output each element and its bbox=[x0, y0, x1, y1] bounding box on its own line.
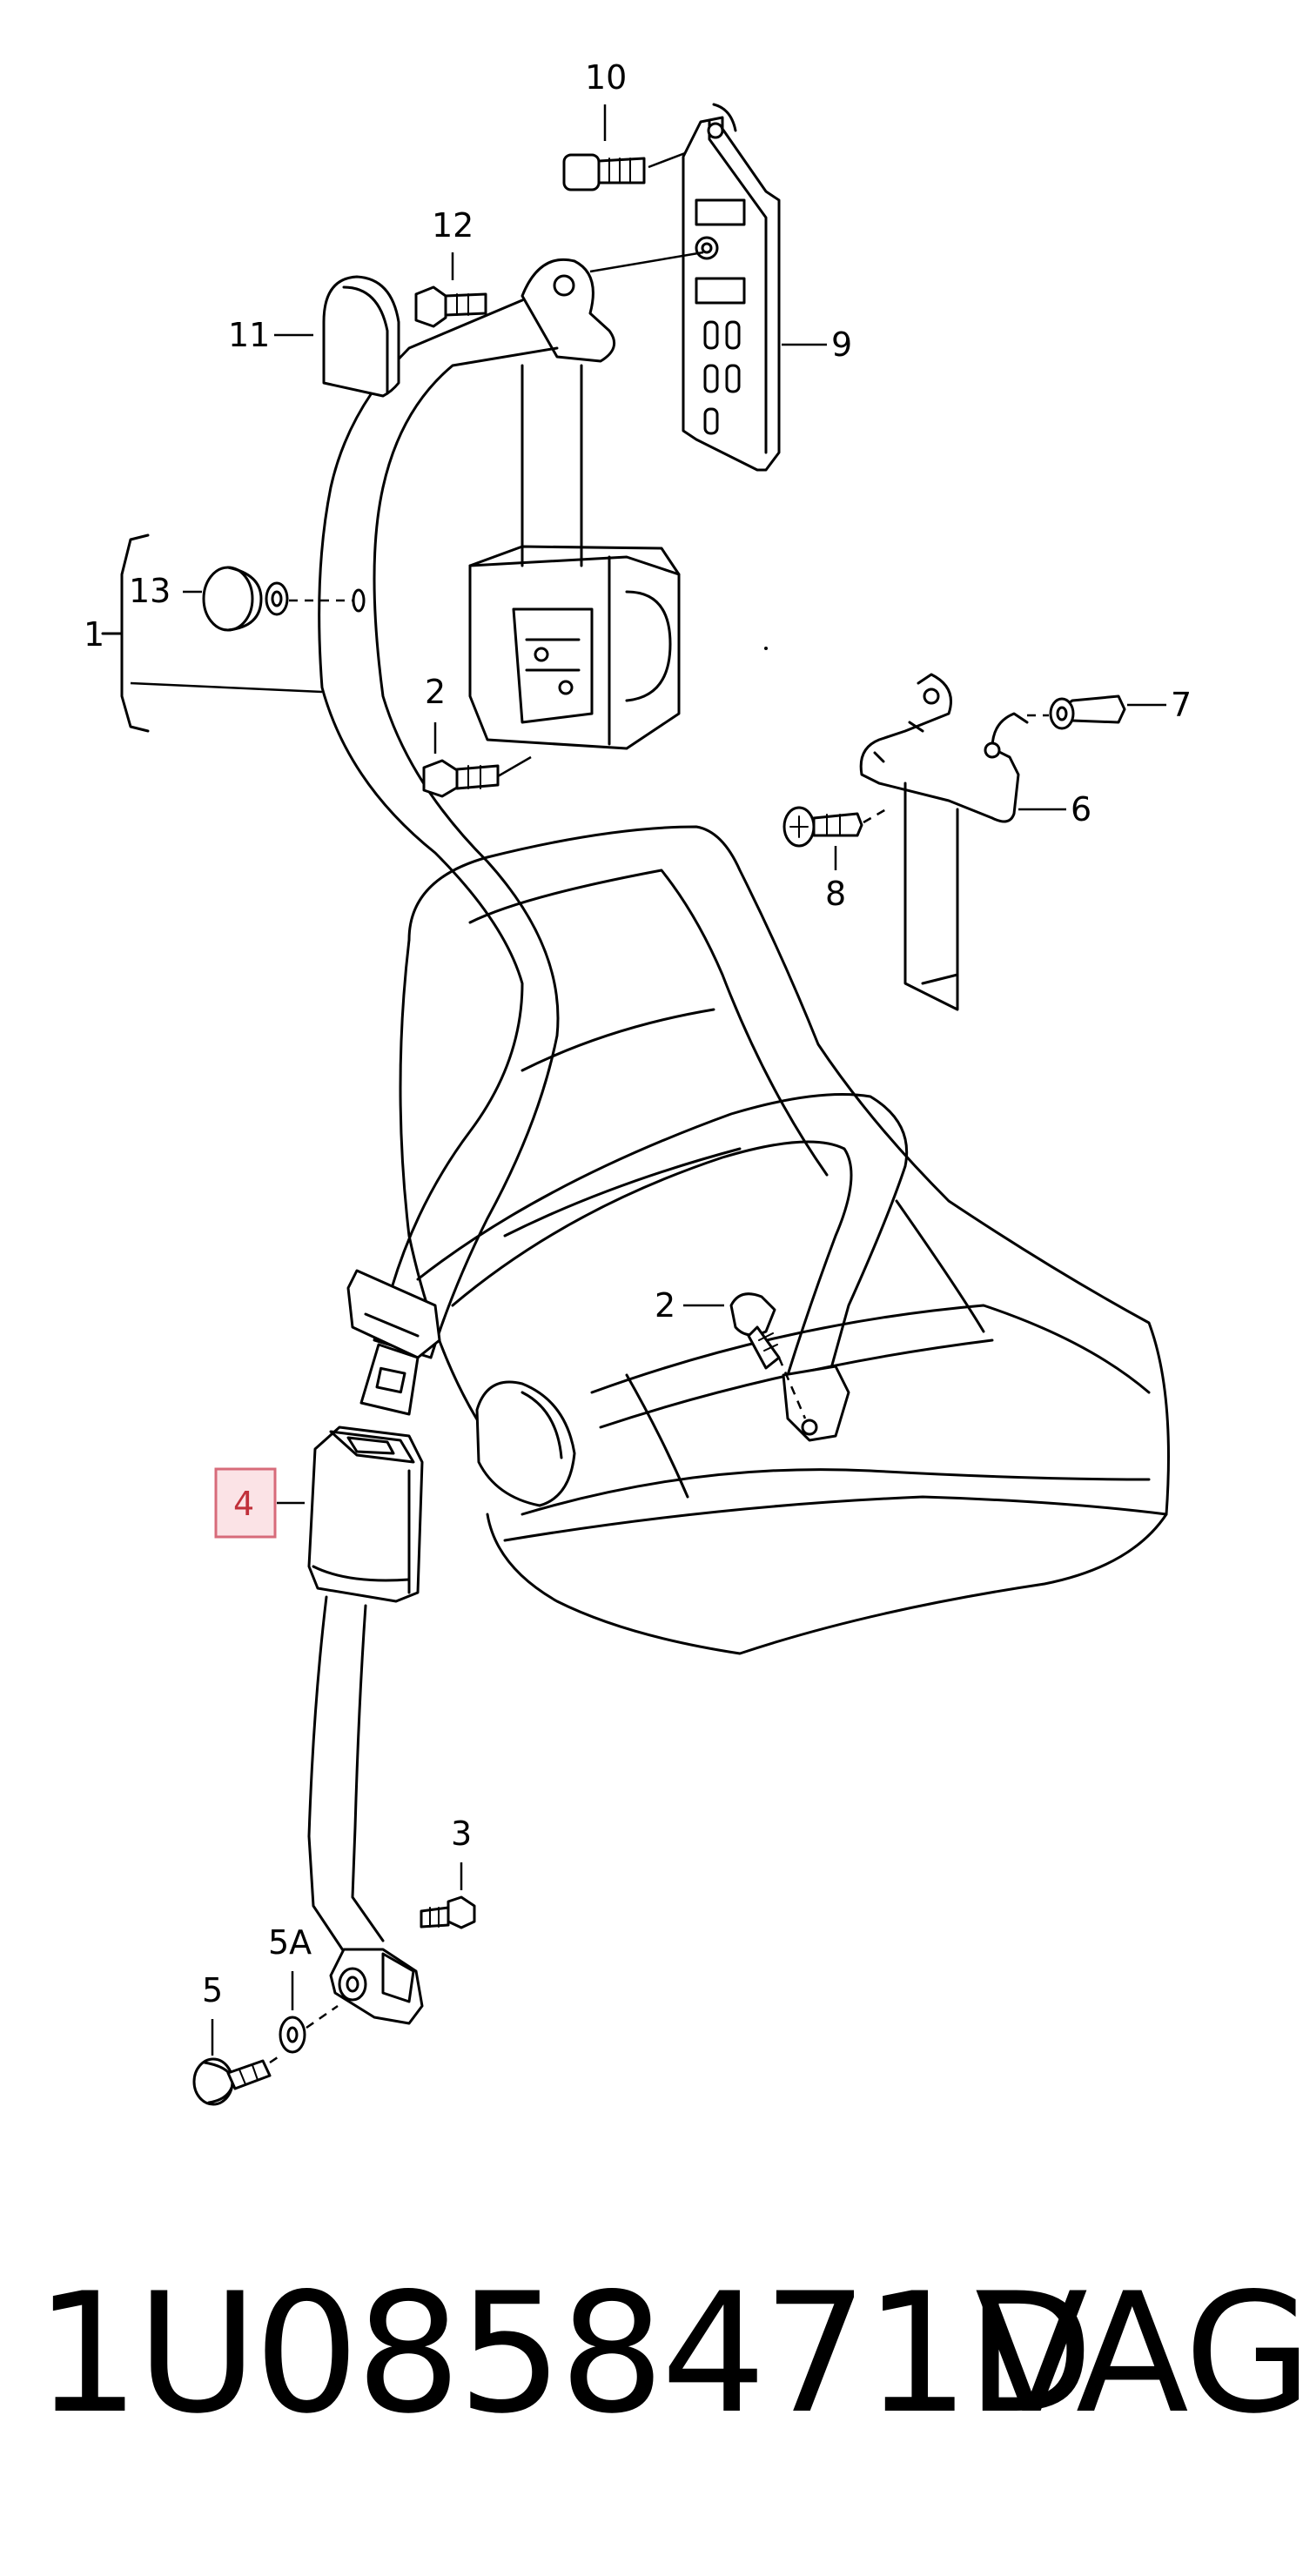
callout-4-highlight-box[interactable] bbox=[214, 1467, 277, 1539]
shoulder-belt-webbing bbox=[318, 299, 560, 1359]
callout-4: 4 bbox=[233, 1485, 254, 1523]
callout-12: 12 bbox=[432, 206, 474, 245]
stray-dot bbox=[764, 647, 768, 650]
latch-tongue bbox=[346, 1269, 441, 1416]
part-5a-washer bbox=[279, 2004, 339, 2054]
callout-2-lower: 2 bbox=[655, 1286, 675, 1325]
callout-11: 11 bbox=[228, 316, 270, 354]
part-4-buckle bbox=[307, 1426, 424, 1603]
callout-7: 7 bbox=[1171, 686, 1192, 724]
callout-5: 5 bbox=[202, 1971, 223, 2009]
callout-13: 13 bbox=[129, 572, 171, 610]
part-10-bolt bbox=[562, 153, 646, 191]
lower-anchor-plate bbox=[329, 1948, 424, 2025]
part-8-screw bbox=[782, 806, 887, 848]
brand: VAG bbox=[975, 2257, 1303, 2450]
part-13-button bbox=[202, 566, 366, 632]
callout-3: 3 bbox=[451, 1815, 472, 1853]
callout-1: 1 bbox=[84, 615, 104, 654]
callout-6: 6 bbox=[1071, 790, 1091, 828]
part-2-bolt-lower bbox=[729, 1292, 781, 1370]
callout-8: 8 bbox=[825, 875, 846, 913]
callout-9: 9 bbox=[831, 325, 852, 364]
lower-belt-strap bbox=[307, 1595, 385, 1986]
callout-10: 10 bbox=[585, 58, 627, 97]
callout-5a: 5A bbox=[268, 1923, 312, 1962]
lap-belt bbox=[416, 1093, 909, 1385]
part-9-height-adjuster bbox=[682, 103, 781, 472]
callout-2-upper: 2 bbox=[425, 673, 446, 711]
bracket-1 bbox=[101, 533, 323, 733]
seat bbox=[399, 825, 1170, 1655]
part-2-bolt-upper bbox=[422, 755, 532, 798]
part-3-bolt bbox=[420, 1895, 476, 1929]
part-7-nut bbox=[1027, 694, 1126, 730]
retractor bbox=[468, 364, 681, 750]
part-6-guide bbox=[859, 673, 1029, 1011]
part-12-bolt bbox=[414, 285, 487, 328]
lower-anchor bbox=[777, 1357, 850, 1442]
part-number: 1U0858471D bbox=[35, 2257, 1093, 2450]
upper-anchor bbox=[521, 251, 704, 363]
part-5-bolt bbox=[192, 2054, 281, 2106]
part-11-cap bbox=[322, 275, 400, 398]
